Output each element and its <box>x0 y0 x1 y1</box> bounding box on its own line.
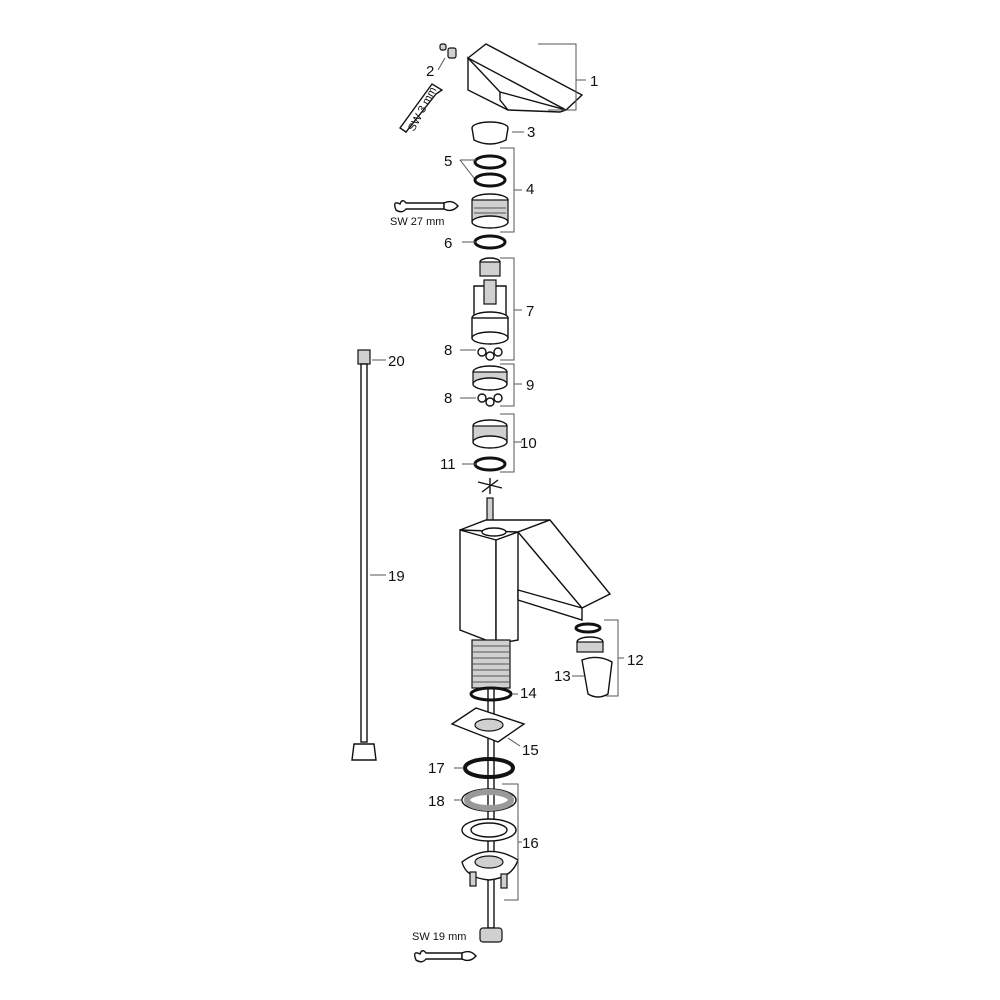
label-6: 6 <box>444 235 452 252</box>
part-11-o-ring <box>473 456 507 472</box>
part-17-ring <box>463 757 515 779</box>
label-7: 7 <box>526 303 534 320</box>
allen-key-icon <box>399 83 444 133</box>
part-7-cartridge <box>471 257 509 345</box>
wrench-27-icon <box>393 200 459 213</box>
wrench-19-icon <box>413 950 477 963</box>
label-2: 2 <box>426 63 434 80</box>
allen-key-size: SW 3 mm <box>406 85 439 133</box>
label-11: 11 <box>440 456 456 473</box>
part-2-grub-screw <box>439 43 457 59</box>
part-15-gasket <box>450 707 526 743</box>
label-5: 5 <box>444 153 452 170</box>
faucet-body <box>459 497 612 646</box>
label-13: 13 <box>554 668 571 685</box>
label-9: 9 <box>526 377 534 394</box>
part-1-bracket <box>538 43 586 111</box>
label-14: 14 <box>520 685 537 702</box>
clip-icon <box>477 478 503 494</box>
label-1: 1 <box>590 73 598 90</box>
part-3-cover-cap <box>471 121 509 145</box>
label-12: 12 <box>627 652 644 669</box>
label-3: 3 <box>527 124 535 141</box>
part-4-bushing <box>471 193 509 229</box>
label-16: 16 <box>522 835 539 852</box>
part-8-seals-lower <box>477 393 503 407</box>
part-14-o-ring <box>469 686 513 702</box>
wrench-19-size: SW 19 mm <box>412 931 466 943</box>
part-5-o-rings <box>473 154 507 188</box>
wrench-27-size: SW 27 mm <box>390 216 444 228</box>
part-8-seals-upper <box>477 347 503 361</box>
part-1-handle <box>466 43 584 113</box>
part-19-hose <box>351 349 377 761</box>
part-12-aerator <box>574 622 604 653</box>
part-16-washer <box>461 818 517 842</box>
label-19: 19 <box>388 568 405 585</box>
label-20: 20 <box>388 353 405 370</box>
part-6-o-ring <box>473 234 507 250</box>
part-9-adapter <box>472 365 508 391</box>
bottom-nut <box>479 927 503 943</box>
label-4: 4 <box>526 181 534 198</box>
label-8-upper: 8 <box>444 342 452 359</box>
label-17: 17 <box>428 760 445 777</box>
part-13-aerator-key <box>581 656 613 698</box>
label-18: 18 <box>428 793 445 810</box>
part-16-screws <box>469 871 508 889</box>
label-8-lower: 8 <box>444 390 452 407</box>
label-10: 10 <box>520 435 537 452</box>
label-15: 15 <box>522 742 539 759</box>
part-10-valve-body <box>472 419 508 449</box>
